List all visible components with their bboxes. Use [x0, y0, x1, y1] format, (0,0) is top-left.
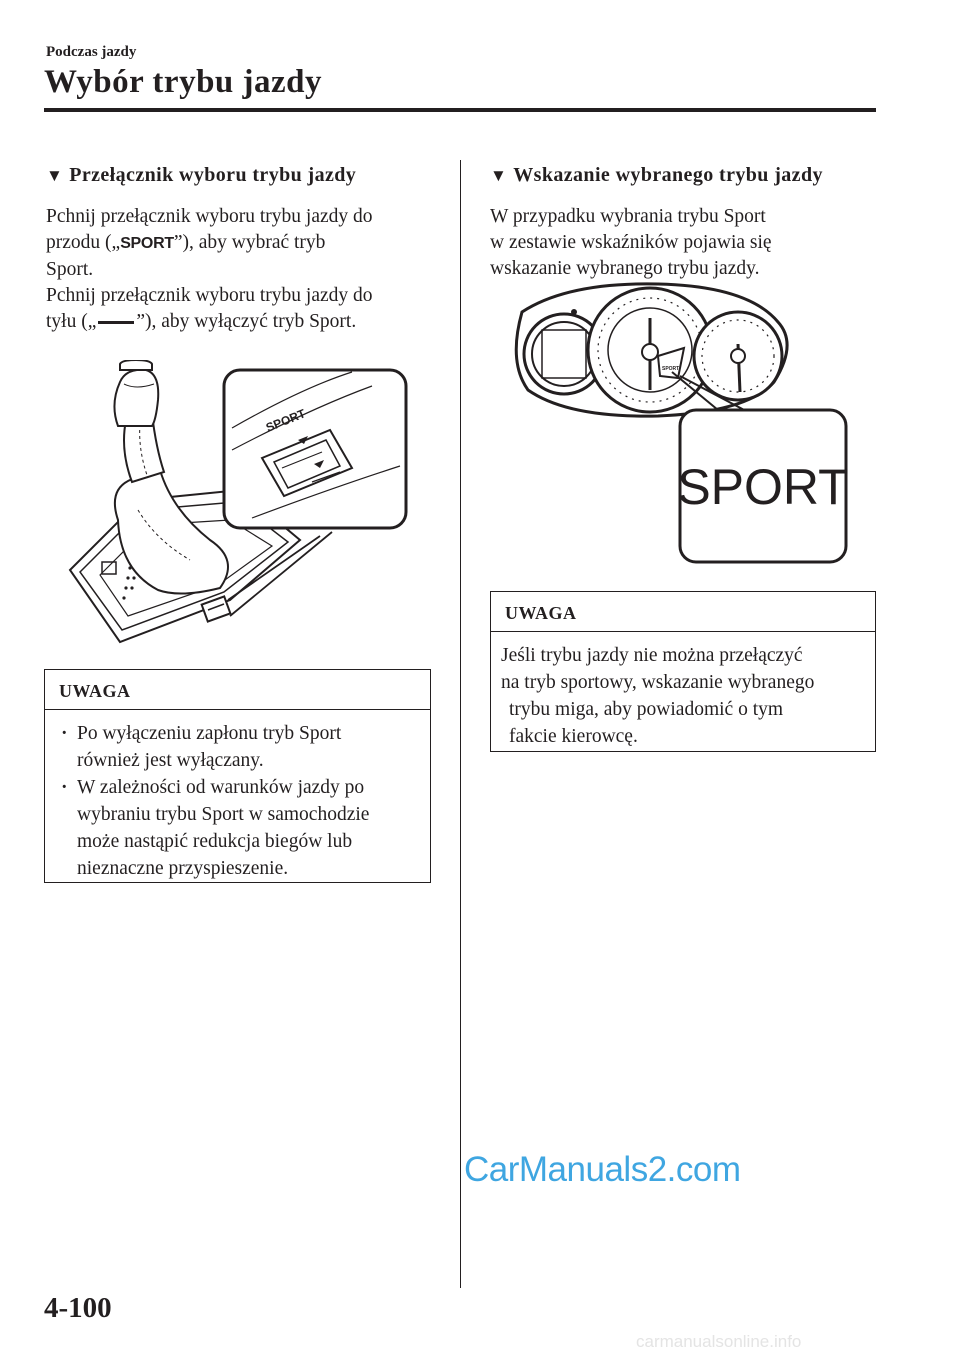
- para-line: w zestawie wskaźników pojawia się: [490, 232, 772, 253]
- note-box-left: UWAGA · Po wyłączeniu zapłonu tryb Sport…: [44, 669, 431, 883]
- bullet: ·: [61, 723, 68, 744]
- para-line: W przypadku wybrania trybu Sport: [490, 206, 766, 227]
- heading-triangle-icon: ▼: [490, 166, 508, 185]
- note-line: wybraniu trybu Sport w samochodzie: [77, 804, 370, 825]
- note-line: Po wyłączeniu zapłonu tryb Sport: [77, 723, 342, 744]
- para-line: przodu („SPORT”), aby wybrać tryb: [46, 230, 373, 257]
- note-line: trybu miga, aby powiadomić o tym: [509, 699, 784, 720]
- note-item: · W zależności od warunków jazdy po wybr…: [59, 774, 420, 882]
- switch-paragraph: Pchnij przełącznik wyboru trybu jazdy do…: [46, 204, 373, 335]
- para-fragment: tyłu („: [46, 311, 97, 332]
- note-line: fakcie kierowcę.: [509, 726, 638, 747]
- note-title: UWAGA: [491, 592, 875, 632]
- note-line: W zależności od warunków jazdy po: [77, 777, 365, 798]
- switch-heading: ▼ Przełącznik wyboru trybu jazdy: [46, 164, 356, 187]
- sport-indicator-label: SPORT: [677, 459, 848, 515]
- indicator-heading: ▼ Wskazanie wybranego trybu jazdy: [490, 164, 823, 187]
- note-line: nieznaczne przyspieszenie.: [77, 858, 289, 879]
- para-fragment: przodu („: [46, 232, 121, 253]
- sport-symbol: SPORT: [120, 235, 174, 252]
- note-line: może nastąpić redukcja biegów lub: [77, 831, 353, 852]
- para-line: Sport.: [46, 259, 94, 280]
- off-symbol-icon: [98, 321, 135, 325]
- note-item: · Po wyłączeniu zapłonu tryb Sport równi…: [59, 720, 420, 774]
- note-line: Jeśli trybu jazdy nie można przełączyć: [501, 645, 803, 666]
- note-body: · Po wyłączeniu zapłonu tryb Sport równi…: [45, 710, 430, 882]
- heading-triangle-icon: ▼: [46, 166, 64, 185]
- para-line: tyłu („ ”), aby wyłączyć tryb Sport.: [46, 309, 373, 335]
- para-line: wskazanie wybranego trybu jazdy.: [490, 258, 760, 279]
- indicator-paragraph: W przypadku wybrania trybu Sport w zesta…: [490, 204, 772, 282]
- note-title: UWAGA: [45, 670, 430, 710]
- page-number: 4-100: [44, 1292, 112, 1324]
- para-fragment: ”), aby wyłączyć tryb Sport.: [136, 311, 357, 332]
- switch-callout-illustration: SPORT: [222, 368, 408, 530]
- title-rule: [44, 108, 876, 112]
- para-line: Pchnij przełącznik wyboru trybu jazdy do: [46, 285, 373, 306]
- page-title: Wybór trybu jazdy: [44, 64, 323, 100]
- para-fragment: ”), aby wybrać tryb: [173, 232, 326, 253]
- mini-sport-label: SPORT: [662, 366, 679, 372]
- note-body: Jeśli trybu jazdy nie można przełączyć n…: [491, 632, 875, 750]
- watermark-text: CarManuals2.com: [464, 1150, 741, 1189]
- para-line: Pchnij przełącznik wyboru trybu jazdy do: [46, 206, 373, 227]
- column-divider: [460, 160, 461, 1288]
- bullet: ·: [61, 777, 68, 798]
- instrument-cluster-illustration: SPORT SPORT: [514, 282, 849, 564]
- note-box-right: UWAGA Jeśli trybu jazdy nie można przełą…: [490, 591, 876, 752]
- note-line: na tryb sportowy, wskazanie wybranego: [501, 672, 815, 693]
- indicator-heading-text: Wskazanie wybranego trybu jazdy: [513, 164, 823, 186]
- switch-heading-text: Przełącznik wyboru trybu jazdy: [69, 164, 357, 186]
- footer-url: carmanualsonline.info: [636, 1332, 802, 1351]
- section-label: Podczas jazdy: [46, 44, 137, 60]
- note-line: również jest wyłączany.: [77, 750, 264, 771]
